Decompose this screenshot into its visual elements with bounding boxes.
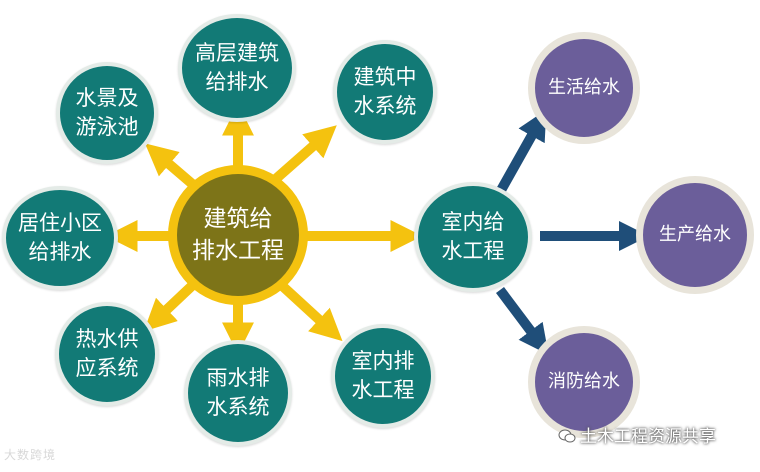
arrow-to-reclaimed-water bbox=[266, 125, 337, 188]
node-production-supply: 生产给水 bbox=[636, 176, 754, 294]
node-hot-water: 热水供 应系统 bbox=[55, 302, 159, 406]
wechat-icon bbox=[558, 428, 576, 442]
arrow-to-domestic bbox=[495, 109, 547, 195]
node-reclaimed-water: 建筑中 水系统 bbox=[333, 40, 437, 144]
arrow-to-fire bbox=[496, 287, 549, 355]
watermark-right: 土木工程资源共享 bbox=[558, 422, 716, 447]
watermark-left: 大数跨境 bbox=[4, 446, 56, 463]
node-domestic-supply: 生活给水 bbox=[528, 32, 640, 144]
node-residential: 居住小区 给排水 bbox=[2, 186, 118, 290]
node-high-rise: 高层建筑 给排水 bbox=[178, 14, 296, 122]
center-node-building-water: 建筑给 排水工程 bbox=[168, 165, 308, 305]
arrow-to-hot-water bbox=[143, 278, 200, 332]
node-indoor-drainage: 室内排 水工程 bbox=[331, 324, 435, 428]
watermark-left-text: 大数跨境 bbox=[4, 448, 57, 462]
node-fire-supply: 消防给水 bbox=[528, 326, 640, 438]
node-waterscape-pool: 水景及 游泳池 bbox=[56, 62, 158, 164]
arrow-to-indoor-drainage bbox=[274, 278, 343, 342]
node-indoor-supply: 室内给 水工程 bbox=[414, 182, 532, 292]
node-rainwater: 雨水排 水系统 bbox=[184, 340, 292, 446]
watermark-right-text: 土木工程资源共享 bbox=[580, 427, 716, 447]
